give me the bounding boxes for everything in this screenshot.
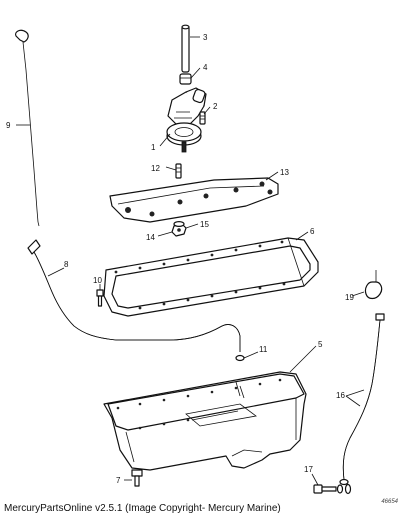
callout-4: 4 xyxy=(203,63,208,72)
part-9-dipstick[interactable] xyxy=(15,29,40,227)
part-16-dipstick-tube[interactable] xyxy=(339,313,385,486)
part-6-oil-pan-gasket[interactable] xyxy=(103,237,319,317)
callout-labels: 3 4 2 1 12 13 14 15 6 8 9 10 19 11 5 16 … xyxy=(6,33,354,485)
callout-16: 16 xyxy=(336,391,345,400)
callout-13: 13 xyxy=(280,168,289,177)
oil-pan-exploded-diagram: 3 4 2 1 12 13 14 15 6 8 9 10 19 11 5 16 … xyxy=(6,24,385,495)
part-13-baffle-plate[interactable] xyxy=(109,177,279,223)
callout-3: 3 xyxy=(203,33,208,42)
part-7-bolt[interactable] xyxy=(131,469,143,487)
callout-17: 17 xyxy=(304,465,313,474)
part-1-oil-pump[interactable] xyxy=(166,87,207,153)
part-15-washer[interactable] xyxy=(173,221,185,228)
copyright-footer: MercuryPartsOnline v2.5.1 (Image Copyrig… xyxy=(4,503,281,514)
callout-2: 2 xyxy=(213,102,218,111)
callout-leaders xyxy=(16,36,365,486)
callout-12: 12 xyxy=(151,164,160,173)
callout-10: 10 xyxy=(93,276,102,285)
callout-19: 19 xyxy=(345,293,354,302)
part-4-sleeve[interactable] xyxy=(179,73,192,85)
part-3-pickup-tube[interactable] xyxy=(181,24,190,73)
callout-8: 8 xyxy=(64,260,69,269)
callout-1: 1 xyxy=(151,143,156,152)
part-19-clip[interactable] xyxy=(364,270,383,300)
callout-14: 14 xyxy=(146,233,155,242)
callout-7: 7 xyxy=(116,476,121,485)
reference-number: 46654 xyxy=(381,499,398,505)
callout-6: 6 xyxy=(310,227,315,236)
part-8-dipstick-tube[interactable] xyxy=(27,239,241,352)
part-12-stud[interactable] xyxy=(175,163,182,179)
callout-15: 15 xyxy=(200,220,209,229)
callout-11: 11 xyxy=(259,345,268,354)
part-2-stud[interactable] xyxy=(199,111,206,125)
part-10-bolt[interactable] xyxy=(96,289,104,307)
part-11-seal[interactable] xyxy=(235,354,245,362)
callout-5: 5 xyxy=(318,340,323,349)
callout-9: 9 xyxy=(6,121,11,130)
part-5-oil-pan[interactable] xyxy=(103,371,307,471)
part-17-bolt[interactable] xyxy=(313,483,352,495)
